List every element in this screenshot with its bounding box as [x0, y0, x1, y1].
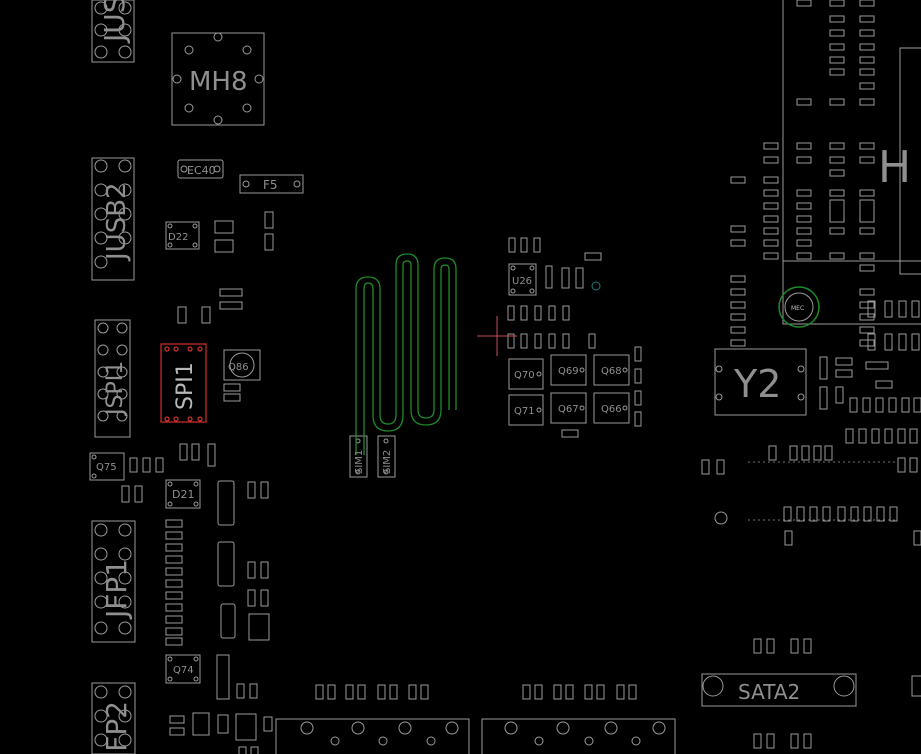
q68-label: Q68 [601, 366, 622, 377]
jspi1-label: JSPI1 [103, 361, 128, 417]
q69-transistor[interactable] [550, 354, 587, 386]
smd-pads-right [701, 0, 921, 749]
h-edge-label: H [878, 142, 911, 193]
q71-label: Q71 [514, 406, 535, 417]
mh8-mounting-hole[interactable] [171, 32, 265, 126]
u26-label: U26 [512, 276, 532, 287]
q69-label: Q69 [558, 366, 579, 377]
jfp2-header[interactable] [91, 682, 136, 754]
q74-transistor[interactable] [165, 654, 201, 684]
jfp2-label: JFP2 [100, 701, 133, 754]
f5-fuse[interactable] [239, 174, 304, 194]
sim1-label: SIM1 [354, 450, 365, 474]
q86-transistor[interactable] [223, 349, 261, 381]
sim2-label: SIM2 [382, 450, 393, 474]
jfp1-header[interactable] [91, 520, 136, 643]
jspi1-header[interactable] [94, 319, 131, 438]
q70-transistor[interactable] [508, 358, 544, 390]
d21-diode[interactable] [165, 479, 201, 509]
sim2-pad[interactable] [377, 435, 396, 478]
right-edge-connector[interactable] [899, 47, 921, 275]
resistor-column[interactable] [165, 519, 183, 646]
bottom-resistor-row-right [522, 684, 637, 700]
sata2-connector[interactable] [701, 673, 857, 707]
spi1-chip[interactable] [160, 343, 207, 423]
q75-label: Q75 [96, 462, 117, 473]
f5-label: F5 [263, 178, 278, 192]
mec-label: MEC [791, 305, 804, 312]
d22-label: D22 [168, 232, 188, 243]
q74-label: Q74 [173, 665, 194, 676]
chip-outline-right[interactable] [782, 0, 921, 325]
mh8-label: MH8 [189, 67, 248, 97]
bottom-connector-right[interactable] [481, 718, 676, 754]
ec40-capacitor[interactable] [177, 159, 224, 179]
q86-label: Q86 [228, 362, 249, 373]
q70-label: Q70 [514, 370, 535, 381]
y2-crystal[interactable] [714, 348, 807, 416]
y2-label: Y2 [733, 362, 781, 406]
jusb2-label: JUSB2 [102, 182, 132, 262]
crosshair-cursor [477, 316, 517, 356]
q67-transistor[interactable] [550, 392, 587, 424]
q67-label: Q67 [558, 404, 579, 415]
ec40-label: EC40 [187, 164, 216, 177]
u26-chip[interactable] [508, 263, 537, 296]
jusb-top-label: JUS [98, 0, 131, 44]
q68-transistor[interactable] [593, 354, 630, 386]
jusb2-header[interactable] [91, 157, 135, 281]
mec-fiducial[interactable] [778, 286, 820, 328]
spi1-label: SPI1 [173, 362, 198, 410]
sata2-label: SATA2 [738, 680, 800, 704]
bottom-connector-left[interactable] [275, 718, 470, 754]
q75-transistor[interactable] [89, 452, 125, 481]
jusb-top-header[interactable] [91, 0, 135, 63]
d21-label: D21 [172, 488, 194, 501]
test-point[interactable] [591, 281, 601, 291]
d22-diode[interactable] [165, 221, 200, 250]
q66-label: Q66 [601, 404, 622, 415]
serpentine-trace [355, 253, 457, 455]
bottom-resistor-row-left [315, 684, 429, 700]
q66-transistor[interactable] [593, 392, 630, 424]
q71-transistor[interactable] [508, 394, 544, 426]
jfp1-label: JFP1 [100, 559, 133, 620]
